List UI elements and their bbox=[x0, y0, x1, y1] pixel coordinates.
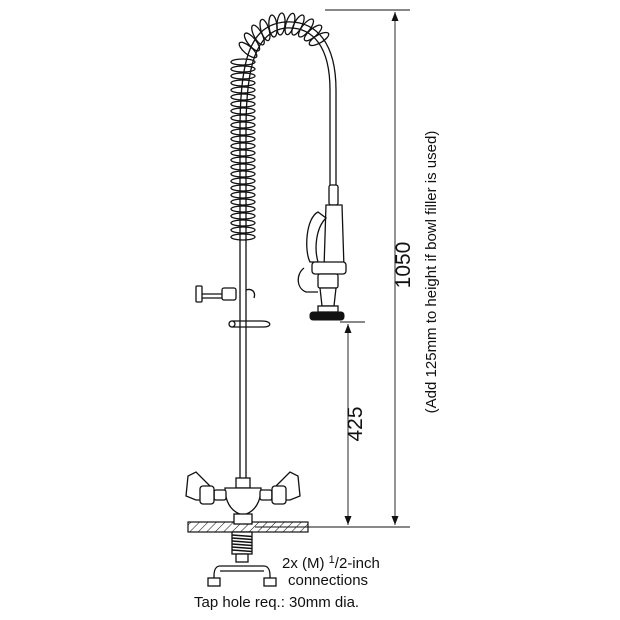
spring-coil bbox=[230, 72, 256, 80]
spring-coil bbox=[230, 212, 256, 220]
spray-head bbox=[297, 184, 347, 321]
spring-coil bbox=[308, 31, 330, 47]
shank-thread bbox=[231, 546, 253, 550]
spring-coil bbox=[230, 191, 256, 199]
spring-coil bbox=[230, 86, 256, 94]
lever-handle-left bbox=[185, 471, 215, 505]
lever-handle-right bbox=[271, 471, 301, 505]
spring-coil bbox=[230, 149, 256, 157]
shank-thread bbox=[231, 543, 253, 547]
spray-height-label: 425 bbox=[344, 406, 367, 441]
spring-coil bbox=[230, 58, 256, 66]
coil-spring bbox=[230, 12, 337, 245]
spring-coil bbox=[276, 12, 286, 36]
shank-thread bbox=[231, 534, 253, 538]
tap-hole-caption: Tap hole req.: 30mm dia. bbox=[194, 594, 359, 611]
spring-coil bbox=[243, 32, 261, 52]
shank-thread bbox=[231, 549, 253, 553]
spring-coil bbox=[230, 114, 256, 122]
spring-coil bbox=[230, 233, 256, 241]
overall-height-label: 1050 bbox=[392, 242, 415, 289]
spring-coil bbox=[230, 205, 256, 213]
spring-coil bbox=[230, 177, 256, 185]
trigger-handle bbox=[306, 211, 327, 263]
spring-coil bbox=[230, 135, 256, 143]
mixer-body bbox=[213, 477, 273, 525]
spring-coils bbox=[230, 12, 330, 241]
spring-coil bbox=[230, 142, 256, 150]
spring-coil bbox=[230, 163, 256, 171]
add-on-faucet-valve bbox=[195, 285, 256, 303]
connections-caption-line1: 2x (M) 1/2-inch bbox=[282, 554, 380, 572]
spring-coil bbox=[230, 93, 256, 101]
spring-coil bbox=[230, 79, 256, 87]
spray-nozzle bbox=[309, 311, 345, 321]
connection-right bbox=[263, 577, 277, 587]
spring-coil bbox=[230, 156, 256, 164]
shank-thread bbox=[231, 540, 253, 544]
spring-coil bbox=[230, 198, 256, 206]
spring-coil bbox=[230, 226, 256, 234]
under-counter-shank bbox=[207, 531, 277, 587]
spring-coil bbox=[230, 100, 256, 108]
shank-thread bbox=[231, 537, 253, 541]
wall-bracket bbox=[228, 320, 271, 328]
spring-coil bbox=[230, 128, 256, 136]
connections-caption-line2: connections bbox=[288, 572, 368, 589]
spring-coil bbox=[230, 170, 256, 178]
spring-coil bbox=[230, 65, 256, 73]
connection-left bbox=[207, 577, 221, 587]
spring-coil bbox=[230, 107, 256, 115]
spring-coil bbox=[230, 121, 256, 129]
spring-coil bbox=[303, 24, 323, 42]
spring-coil bbox=[230, 219, 256, 227]
overall-height-note: (Add 125mm to height if bowl filler is u… bbox=[423, 131, 440, 414]
spring-coil bbox=[230, 184, 256, 192]
